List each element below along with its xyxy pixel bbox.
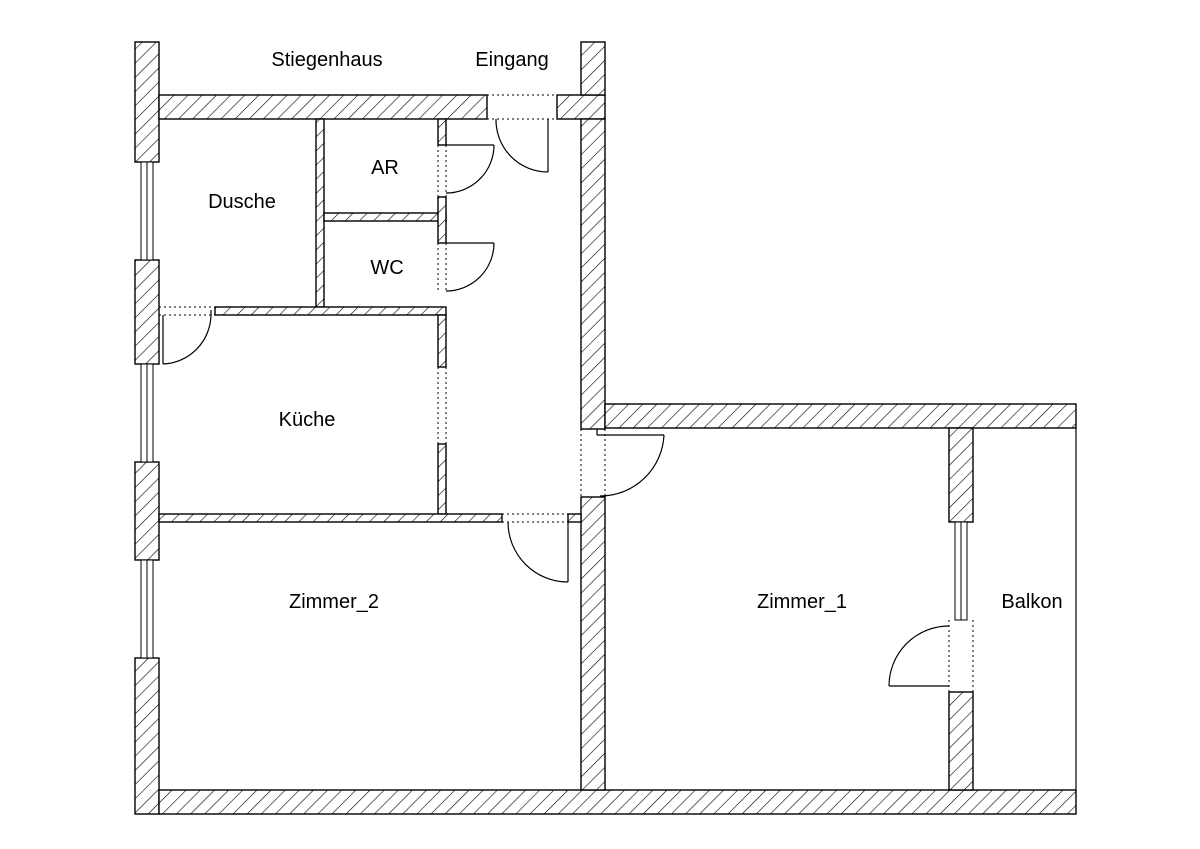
wall-right-upper (580, 118, 606, 430)
doors (159, 94, 974, 692)
wall-zimmer2-top (158, 513, 503, 523)
door-zimmer1 (580, 429, 665, 497)
room-labels: Stiegenhaus Eingang AR WC Dusche Küche Z… (208, 49, 1062, 613)
door-ar (437, 144, 495, 197)
wall-mid-vertical (580, 496, 606, 791)
wall-ar-wc-right (437, 196, 447, 244)
wall-left-3 (134, 461, 160, 561)
wall-ar-wc (323, 212, 447, 222)
label-dusche: Dusche (208, 191, 276, 213)
wall-left-2 (134, 259, 160, 365)
wall-balcony-top (948, 427, 974, 523)
wall-left-top (134, 41, 160, 163)
wall-balcony-bottom (948, 691, 974, 791)
wall-dusche-right (315, 118, 325, 308)
door-eingang (487, 94, 557, 173)
door-balkon (888, 620, 974, 692)
windows (140, 161, 968, 659)
door-wc (437, 242, 495, 292)
label-zimmer-1: Zimmer_1 (757, 591, 847, 613)
label-zimmer-2: Zimmer_2 (289, 591, 379, 613)
label-eingang: Eingang (475, 49, 548, 71)
window-kueche (140, 363, 154, 463)
wall-kueche-top (214, 306, 447, 316)
wall-top-right (556, 94, 606, 120)
wall-zimmer2-top-right (567, 513, 582, 523)
label-balkon: Balkon (1001, 591, 1062, 613)
label-ar: AR (371, 157, 399, 179)
door-zimmer2 (502, 513, 569, 583)
label-kueche: Küche (279, 409, 336, 431)
wall-top-right-wing (604, 403, 1077, 429)
window-zimmer2 (140, 559, 154, 659)
wall-bottom (158, 789, 1077, 815)
window-balcony (954, 521, 968, 621)
wall-kueche-right-bottom (437, 443, 447, 515)
wall-entrance-right-pillar (580, 41, 606, 96)
wall-ar-right-top (437, 118, 447, 146)
door-dusche (159, 306, 215, 365)
wall-left-bottom (134, 657, 160, 815)
wall-top (158, 94, 488, 120)
wall-kueche-right-top (437, 314, 447, 368)
exterior-walls (134, 41, 1077, 815)
interior-walls (158, 118, 582, 523)
door-kueche (437, 367, 447, 444)
label-stiegenhaus: Stiegenhaus (271, 49, 382, 71)
label-wc: WC (370, 257, 403, 279)
window-dusche (140, 161, 154, 261)
